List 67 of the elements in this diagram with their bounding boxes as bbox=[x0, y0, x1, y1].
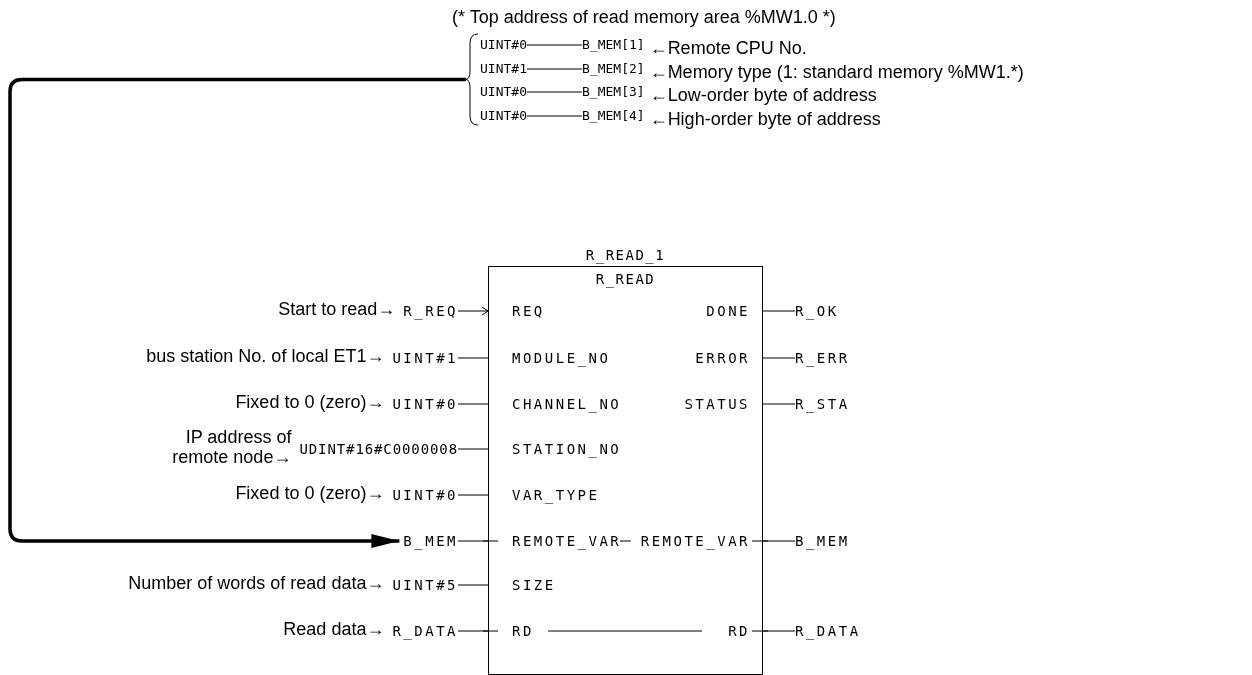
pin-name: CHANNEL_NO bbox=[512, 396, 622, 412]
variable-name: UINT#1 bbox=[392, 350, 458, 366]
connection-line bbox=[457, 403, 489, 405]
annotation: Number of words of read data→ bbox=[128, 573, 385, 593]
pin-name: REMOTE_VAR bbox=[512, 533, 622, 549]
block-type-name: R_READ bbox=[594, 270, 657, 288]
annotation: Fixed to 0 (zero)→ bbox=[235, 392, 385, 412]
constant-value: UINT#0 bbox=[480, 108, 527, 124]
connection-line bbox=[457, 584, 489, 586]
constant-value: UINT#0 bbox=[480, 84, 527, 100]
pin-name: SIZE bbox=[512, 577, 556, 593]
arrow bbox=[457, 306, 489, 316]
connection-line bbox=[762, 630, 796, 632]
pin-name: STATION_NO bbox=[512, 441, 622, 457]
pin-name: STATUS bbox=[684, 396, 750, 412]
connection-line bbox=[762, 540, 796, 542]
variable-name: R_DATA bbox=[392, 623, 458, 639]
pin-name: RD bbox=[512, 623, 534, 639]
pin-name: RD bbox=[728, 623, 750, 639]
variable-name: R_DATA bbox=[795, 623, 861, 639]
connection-line bbox=[457, 630, 489, 632]
variable-name: UDINT#16#C0000008 bbox=[299, 441, 458, 457]
pin-name: DONE bbox=[706, 303, 750, 319]
annotation: ←Memory type (1: standard memory %MW1.*) bbox=[649, 62, 1024, 82]
variable-name: UINT#0 bbox=[392, 487, 458, 503]
annotation: Read data→ bbox=[283, 619, 385, 639]
array-element: B_MEM[1] bbox=[582, 37, 645, 53]
variable-name: UINT#0 bbox=[392, 396, 458, 412]
pin-name: REQ bbox=[512, 303, 545, 319]
connection-line bbox=[762, 357, 796, 359]
pin-name: ERROR bbox=[695, 350, 750, 366]
variable-name: B_MEM bbox=[403, 533, 458, 549]
constant-value: UINT#0 bbox=[480, 37, 527, 53]
arrow bbox=[8, 77, 466, 548]
connection-line bbox=[762, 310, 796, 312]
annotation: ←High-order byte of address bbox=[649, 109, 881, 129]
constant-value: UINT#1 bbox=[480, 61, 527, 77]
pin-name: VAR_TYPE bbox=[512, 487, 600, 503]
connection-line bbox=[457, 357, 489, 359]
connection-line bbox=[526, 115, 583, 117]
variable-name: R_ERR bbox=[795, 350, 850, 366]
connection-line bbox=[457, 448, 489, 450]
connection-line bbox=[526, 91, 583, 93]
annotation: bus station No. of local ET1→ bbox=[146, 346, 385, 366]
connection-line bbox=[526, 44, 583, 46]
instance-name: R_READ_1 bbox=[584, 246, 667, 264]
annotation: ←Remote CPU No. bbox=[649, 38, 807, 58]
variable-name: R_REQ bbox=[403, 303, 458, 319]
connection-line bbox=[526, 68, 583, 70]
annotation: Start to read→ bbox=[278, 299, 396, 319]
array-element: B_MEM[2] bbox=[582, 61, 645, 77]
annotation: IP address of remote node→ bbox=[171, 427, 292, 467]
variable-name: R_OK bbox=[795, 303, 839, 319]
variable-name: B_MEM bbox=[795, 533, 850, 549]
pin-name: MODULE_NO bbox=[512, 350, 611, 366]
connection-line bbox=[457, 494, 489, 496]
brace-bracket bbox=[466, 33, 478, 126]
array-element: B_MEM[4] bbox=[582, 108, 645, 124]
annotation: ←Low-order byte of address bbox=[649, 85, 877, 105]
array-element: B_MEM[3] bbox=[582, 84, 645, 100]
variable-name: R_STA bbox=[795, 396, 850, 412]
variable-name: UINT#5 bbox=[392, 577, 458, 593]
connection-line bbox=[457, 540, 489, 542]
comment-text: (* Top address of read memory area %MW1.0 *) bbox=[452, 7, 836, 27]
annotation: Fixed to 0 (zero)→ bbox=[235, 483, 385, 503]
pin-name: REMOTE_VAR bbox=[640, 533, 750, 549]
connection-line bbox=[762, 403, 796, 405]
